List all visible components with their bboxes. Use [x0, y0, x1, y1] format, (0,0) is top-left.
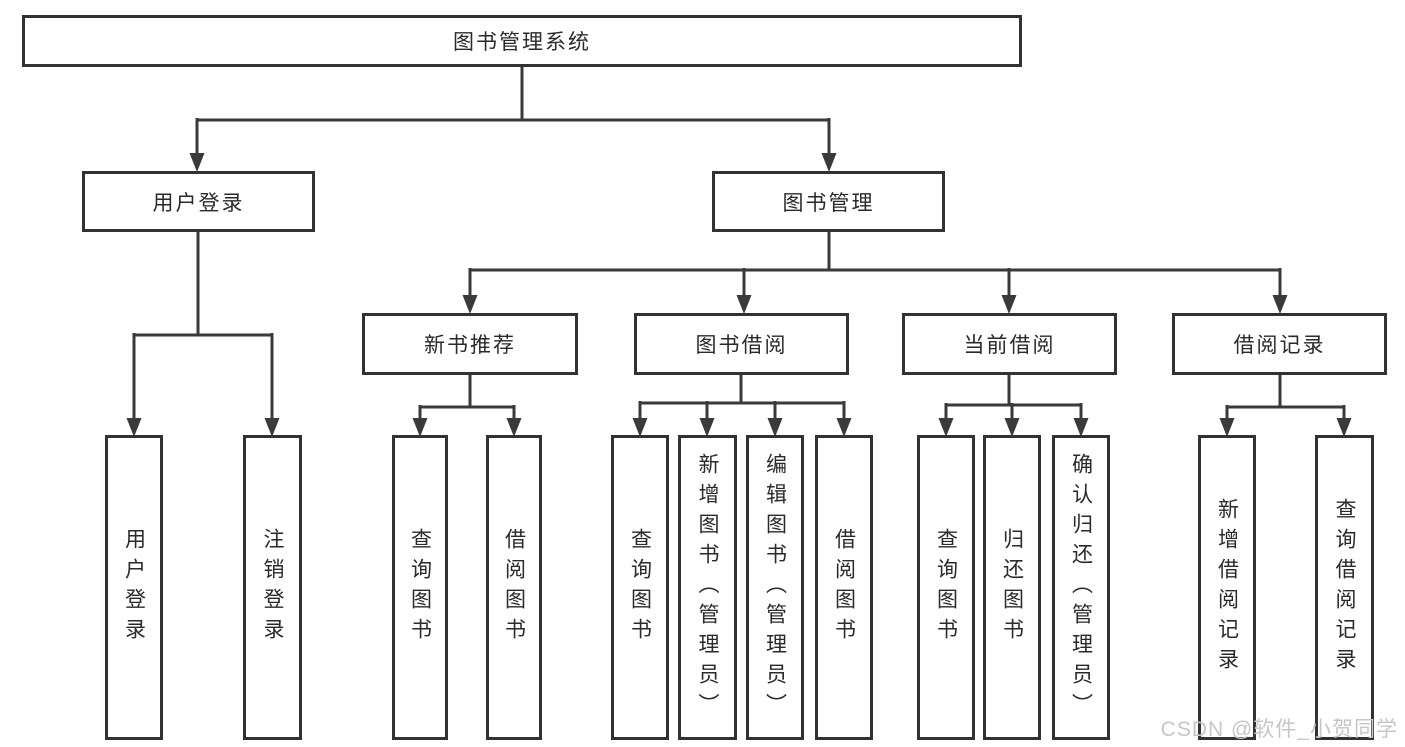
branch-book-management — [468, 231, 1282, 297]
arrowhead-icon — [699, 418, 715, 437]
arrowhead-icon — [506, 418, 522, 437]
leaf-label: 新增图书（管理员） — [696, 452, 719, 723]
node-label: 借阅记录 — [1233, 334, 1326, 357]
leaf-borrow-book: 借阅图书 — [815, 435, 873, 740]
node-new-book-recommend: 新书推荐 — [362, 313, 578, 375]
arrowhead-icon — [938, 418, 954, 437]
arrowhead-icon — [1004, 418, 1020, 437]
leaf-query-books-recommend: 查询图书 — [392, 435, 448, 740]
csdn-watermark: CSDN @软件_小贺同学 — [1160, 718, 1398, 741]
leaf-add-book-admin: 新增图书（管理员） — [678, 435, 737, 740]
arrowhead-icon — [767, 418, 783, 437]
leaf-logout: 注销登录 — [243, 435, 302, 740]
leaf-edit-book-admin: 编辑图书（管理员） — [746, 435, 804, 740]
node-borrow-records: 借阅记录 — [1172, 313, 1387, 375]
arrowhead-icon — [264, 418, 280, 437]
node-label: 当前借阅 — [963, 334, 1056, 357]
arrowhead-icon — [1336, 418, 1352, 437]
node-label: 新书推荐 — [424, 334, 516, 357]
leaf-label: 查询图书 — [934, 527, 958, 648]
leaf-label: 用户登录 — [122, 527, 146, 648]
leaf-label: 查询借阅记录 — [1333, 497, 1356, 678]
node-current-borrow: 当前借阅 — [902, 313, 1117, 375]
leaf-label: 归还图书 — [1000, 527, 1024, 648]
arrowhead-icon — [632, 418, 648, 437]
node-label: 用户登录 — [152, 191, 245, 215]
leaf-add-borrow-record: 新增借阅记录 — [1198, 435, 1256, 740]
arrowhead-icon — [1219, 418, 1235, 437]
node-label: 图书借阅 — [695, 334, 788, 357]
arrowhead-icons — [126, 153, 1352, 437]
leaf-query-books-current: 查询图书 — [917, 435, 975, 740]
leaf-label: 注销登录 — [261, 527, 284, 648]
tree-branch-lines — [132, 67, 1346, 420]
node-user-login: 用户登录 — [82, 171, 315, 232]
leaf-query-borrow-record: 查询借阅记录 — [1315, 435, 1374, 740]
node-book-borrow: 图书借阅 — [634, 313, 849, 375]
arrowhead-icon — [1272, 295, 1288, 314]
leaf-confirm-return-admin: 确认归还（管理员） — [1052, 435, 1110, 740]
branch-book-borrow — [638, 374, 846, 420]
leaf-query-books-borrow: 查询图书 — [611, 435, 669, 740]
leaf-user-login: 用户登录 — [105, 435, 163, 740]
node-label: 图书管理系统 — [453, 31, 591, 54]
branch-borrow-records — [1225, 374, 1346, 420]
leaf-return-book: 归还图书 — [983, 435, 1041, 740]
leaf-label: 查询图书 — [628, 527, 652, 648]
branch-user-login — [132, 231, 274, 419]
branch-current-borrow — [944, 374, 1083, 420]
arrowhead-icon — [462, 295, 478, 314]
branch-new-book-recommend — [418, 374, 516, 420]
arrowhead-icon — [126, 418, 142, 437]
leaf-borrow-books-recommend: 借阅图书 — [486, 435, 542, 740]
arrowhead-icon — [736, 295, 752, 314]
arrowhead-icon — [189, 153, 205, 172]
arrowhead-icon — [821, 153, 837, 172]
leaf-label: 借阅图书 — [502, 527, 526, 648]
arrowhead-icon — [836, 418, 852, 437]
node-book-management: 图书管理 — [712, 171, 945, 232]
branch-root — [195, 67, 831, 154]
node-library-management-system: 图书管理系统 — [22, 15, 1022, 67]
leaf-label: 新增借阅记录 — [1215, 497, 1239, 678]
leaf-label: 编辑图书（管理员） — [763, 452, 787, 723]
leaf-label: 查询图书 — [408, 527, 432, 648]
arrowhead-icon — [1001, 295, 1017, 314]
leaf-label: 确认归还（管理员） — [1069, 452, 1093, 723]
leaf-label: 借阅图书 — [832, 527, 856, 648]
arrowhead-icon — [1073, 418, 1089, 437]
arrowhead-icon — [412, 418, 428, 437]
node-label: 图书管理 — [782, 191, 875, 215]
